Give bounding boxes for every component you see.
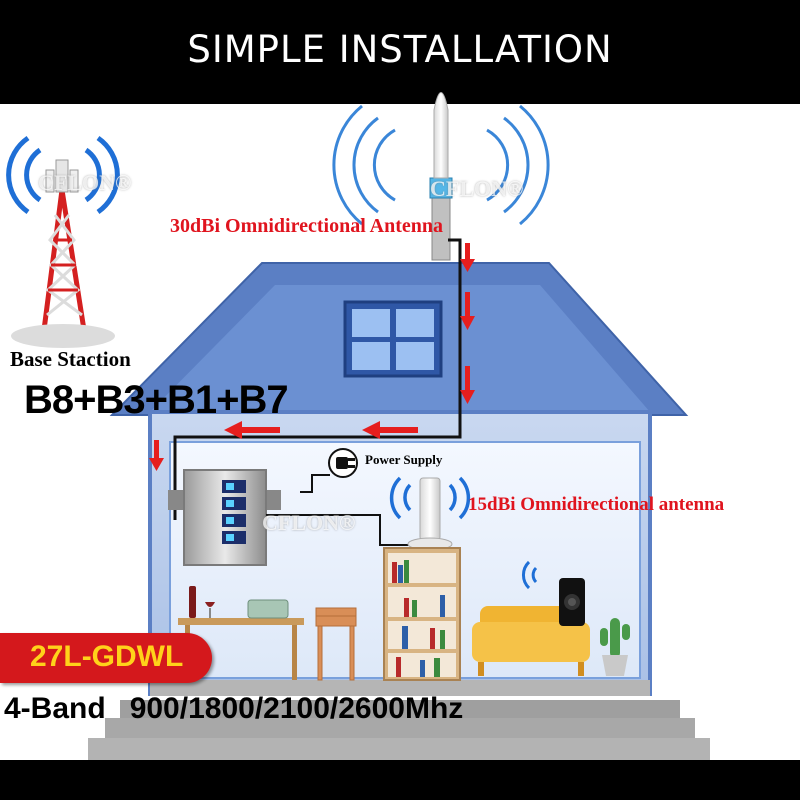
cell-tower-icon	[11, 159, 115, 348]
model-badge	[0, 633, 212, 683]
indoor-cable	[266, 514, 412, 546]
signal-wave-icon	[522, 560, 538, 590]
band-count: 4-Band	[4, 692, 106, 725]
frequency-line: 4-Band 900/1800/2100/2600Mhz	[4, 692, 463, 726]
signal-wave-icon	[332, 104, 550, 226]
outdoor-antenna-label: 30dBi Omnidirectional Antenna	[170, 215, 444, 237]
footer-bar	[0, 760, 800, 800]
base-station-label: Base Staction	[10, 347, 131, 371]
power-cord	[300, 474, 330, 493]
watermark: CFLON®	[38, 170, 132, 195]
omni-antenna-icon	[429, 92, 453, 261]
indoor-antenna-label: 15dBi Omnidirectional antenna	[468, 494, 725, 515]
bands-label: B8+B3+B1+B7	[24, 378, 289, 422]
foundation-step-3	[88, 738, 710, 760]
signal-wave-icon	[6, 135, 120, 215]
arrow-left-icon	[224, 421, 418, 439]
window-pane	[396, 342, 434, 370]
power-plug-icon	[328, 448, 358, 478]
chair	[315, 607, 357, 681]
window-pane	[396, 309, 434, 337]
cactus	[600, 618, 630, 676]
power-supply-label: Power Supply	[365, 452, 443, 467]
sofa	[472, 606, 590, 676]
page-title: SIMPLE INSTALLATION	[187, 28, 613, 71]
header-bar	[0, 0, 800, 104]
window-pane	[352, 342, 390, 370]
frequencies: 900/1800/2100/2600Mhz	[129, 692, 464, 725]
signal-booster-icon	[168, 469, 281, 566]
watermark: CFLON®	[262, 510, 356, 535]
watermark: CFLON®	[430, 176, 524, 201]
foundation-step-1	[120, 700, 680, 718]
signal-wave-icon	[389, 476, 471, 520]
smartphone-icon	[559, 578, 585, 626]
arrow-down-icon	[149, 243, 475, 471]
window-pane	[352, 309, 390, 337]
bookshelf	[383, 547, 461, 681]
house-floor	[150, 680, 650, 696]
antenna-cable	[173, 238, 462, 520]
foundation-step-2	[105, 718, 695, 738]
model-name: 27L-GDWL	[30, 640, 184, 673]
